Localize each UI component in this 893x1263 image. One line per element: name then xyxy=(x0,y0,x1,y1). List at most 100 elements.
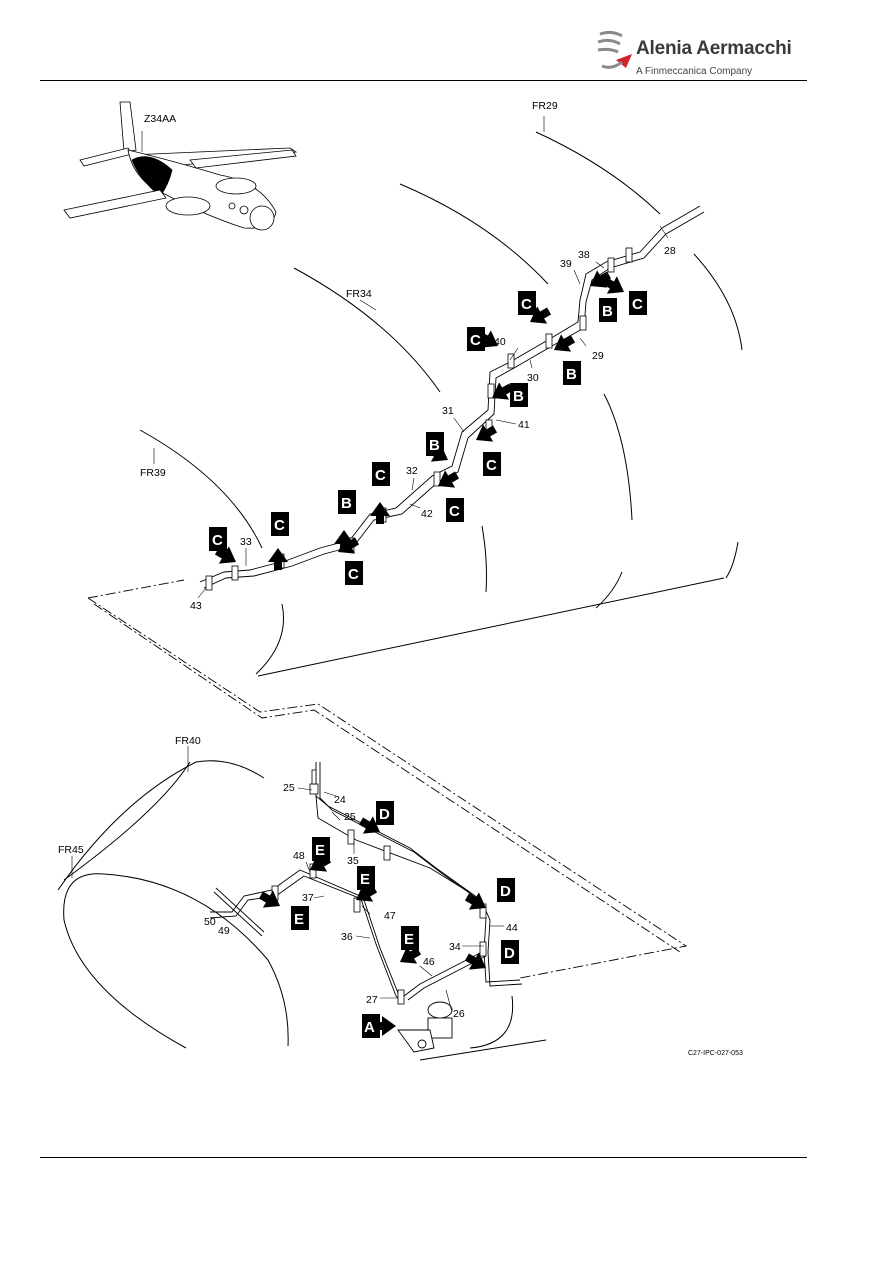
view-arrow-icon xyxy=(461,948,491,977)
callout-36: 36 xyxy=(341,931,353,943)
callout-46: 46 xyxy=(423,956,435,968)
callout-47: 47 xyxy=(384,910,396,922)
callout-41: 41 xyxy=(518,419,530,431)
svg-text:D: D xyxy=(379,806,390,823)
svg-text:B: B xyxy=(513,388,524,405)
view-badge-c: C xyxy=(518,291,536,315)
callout-35: 35 xyxy=(347,855,359,867)
callout-26: 26 xyxy=(453,1008,465,1020)
frame-label-fr39: FR39 xyxy=(140,467,166,479)
callout-44: 44 xyxy=(506,922,518,934)
callout-28: 28 xyxy=(664,245,676,257)
header-rule xyxy=(40,80,807,81)
view-badge-d: D xyxy=(376,801,394,825)
floor-outline xyxy=(87,579,688,979)
upper-callout-leaders xyxy=(197,225,669,599)
view-badge-c: C xyxy=(209,527,227,551)
view-arrow-icon xyxy=(471,420,501,449)
view-badge-c: C xyxy=(345,561,363,585)
view-badge-c: C xyxy=(629,291,647,315)
callout-42: 42 xyxy=(421,508,433,520)
svg-text:B: B xyxy=(341,495,352,512)
upper-callouts: 28 29 30 31 32 33 38 39 40 41 42 43 xyxy=(190,245,676,612)
svg-text:C: C xyxy=(212,532,223,549)
frame-label-fr40: FR40 xyxy=(175,735,201,747)
callout-40: 40 xyxy=(494,336,506,348)
callout-49: 49 xyxy=(218,925,230,937)
svg-text:C: C xyxy=(632,296,643,313)
frame-contours-upper xyxy=(139,116,743,677)
svg-text:C: C xyxy=(274,517,285,534)
callout-25: 25 xyxy=(283,782,295,794)
frame-contours-lower xyxy=(57,746,547,1061)
view-badge-c: C xyxy=(467,327,485,351)
callout-24: 24 xyxy=(334,794,346,806)
zone-label: Z34AA xyxy=(144,113,176,125)
svg-text:E: E xyxy=(294,911,304,928)
view-badge-e: E xyxy=(357,866,375,890)
view-badge-c: C xyxy=(446,498,464,522)
svg-text:C: C xyxy=(375,467,386,484)
callout-34: 34 xyxy=(449,941,461,953)
view-badge-c: C xyxy=(271,512,289,536)
view-arrow-icon xyxy=(549,330,579,359)
callout-27: 27 xyxy=(366,994,378,1006)
upper-tube-clamps xyxy=(205,247,633,591)
callout-37: 37 xyxy=(302,892,314,904)
lower-callouts: 24 25 25 26 27 34 35 36 37 44 46 47 48 4… xyxy=(204,782,518,1020)
view-badge-a: A xyxy=(362,1014,380,1038)
svg-text:A: A xyxy=(364,1019,375,1036)
figure-code: C27-IPC-027-053 xyxy=(688,1050,743,1057)
svg-text:D: D xyxy=(500,883,511,900)
view-badge-e: E xyxy=(312,837,330,861)
svg-text:E: E xyxy=(315,842,325,859)
view-badges-upper: C B C B C B C B C C B C C C xyxy=(209,291,647,585)
svg-text:E: E xyxy=(360,871,370,888)
company-logo: Alenia Aermacchi A Finmeccanica Company xyxy=(596,26,796,80)
svg-text:C: C xyxy=(348,566,359,583)
view-badge-b: B xyxy=(599,298,617,322)
logo-name: Alenia Aermacchi xyxy=(636,38,792,59)
callout-38: 38 xyxy=(578,249,590,261)
view-badge-b: B xyxy=(426,432,444,456)
view-badge-e: E xyxy=(401,926,419,950)
callout-32: 32 xyxy=(406,465,418,477)
callout-25: 25 xyxy=(344,811,356,823)
frame-label-fr29: FR29 xyxy=(532,100,558,112)
upper-tube-run xyxy=(199,205,705,589)
svg-text:D: D xyxy=(504,945,515,962)
aircraft-thumbnail xyxy=(63,101,298,231)
footer-rule xyxy=(40,1157,807,1158)
callout-50: 50 xyxy=(204,916,216,928)
view-badge-d: D xyxy=(501,940,519,964)
svg-text:C: C xyxy=(486,457,497,474)
view-badges-lower: D E E E D D E A xyxy=(291,801,519,1038)
svg-text:B: B xyxy=(429,437,440,454)
svg-text:E: E xyxy=(404,931,414,948)
callout-33: 33 xyxy=(240,536,252,548)
view-badge-b: B xyxy=(510,383,528,407)
view-badge-e: E xyxy=(291,906,309,930)
view-badge-c: C xyxy=(372,462,390,486)
view-badge-b: B xyxy=(338,490,356,514)
view-badge-d: D xyxy=(497,878,515,902)
lower-callout-leaders xyxy=(297,787,504,1013)
frame-label-fr34: FR34 xyxy=(346,288,372,300)
svg-text:C: C xyxy=(470,332,481,349)
svg-text:B: B xyxy=(566,366,577,383)
callout-29: 29 xyxy=(592,350,604,362)
logo-swoosh-icon xyxy=(597,30,632,69)
svg-text:B: B xyxy=(602,303,613,320)
view-arrow-icon xyxy=(268,548,288,570)
view-badge-c: C xyxy=(483,452,501,476)
view-badge-b: B xyxy=(563,361,581,385)
svg-text:C: C xyxy=(449,503,460,520)
callout-30: 30 xyxy=(527,372,539,384)
svg-text:C: C xyxy=(521,296,532,313)
callout-48: 48 xyxy=(293,850,305,862)
logo-subtitle: A Finmeccanica Company xyxy=(636,66,753,77)
callout-31: 31 xyxy=(442,405,454,417)
callout-39: 39 xyxy=(560,258,572,270)
frame-label-fr45: FR45 xyxy=(58,844,84,856)
